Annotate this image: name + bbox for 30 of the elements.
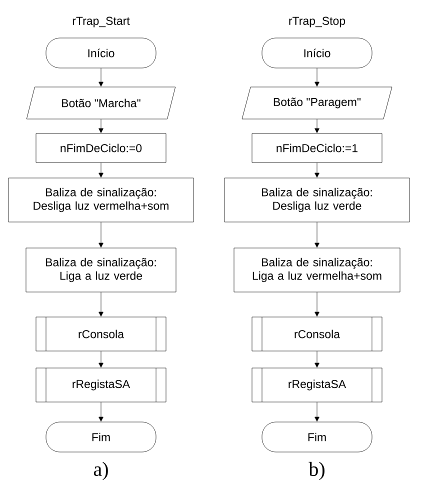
subroutine-box: rRegistaSA <box>36 368 166 402</box>
arrow <box>98 162 104 178</box>
arrow <box>98 402 104 422</box>
process-box: nFimDeCiclo:=1 <box>252 133 382 163</box>
process-box: Baliza de sinalização: Liga a luz verde <box>26 248 176 292</box>
arrow <box>314 402 320 422</box>
process-box: Baliza de sinalização: Liga a luz vermelha+som <box>234 248 400 292</box>
process-box: Baliza de sinalização: Desliga luz verde <box>224 178 410 222</box>
subfigure-label: a) <box>94 462 108 480</box>
arrow <box>98 119 104 134</box>
arrow <box>314 162 320 178</box>
arrow <box>98 222 104 248</box>
arrow <box>314 119 320 134</box>
arrow <box>98 292 104 317</box>
arrow <box>314 292 320 317</box>
subfigure-label: b) <box>308 462 324 480</box>
flowchart-title: rTrap_Stop <box>289 16 346 28</box>
arrow <box>98 68 104 87</box>
subroutine-box: rConsola <box>36 316 166 352</box>
arrow <box>98 351 104 368</box>
input-parallelogram: Botão "Paragem" <box>242 86 392 120</box>
arrow <box>314 222 320 248</box>
process-box: Baliza de sinalização: Desliga luz vermelha+som <box>8 178 194 222</box>
subroutine-box: rRegistaSA <box>252 368 382 402</box>
arrow <box>314 68 320 87</box>
flowchart-title: rTrap_Start <box>72 16 130 28</box>
arrow <box>314 351 320 368</box>
subroutine-box: rConsola <box>252 316 382 352</box>
process-box: nFimDeCiclo:=0 <box>36 133 166 163</box>
input-parallelogram: Botão "Marcha" <box>26 86 176 120</box>
